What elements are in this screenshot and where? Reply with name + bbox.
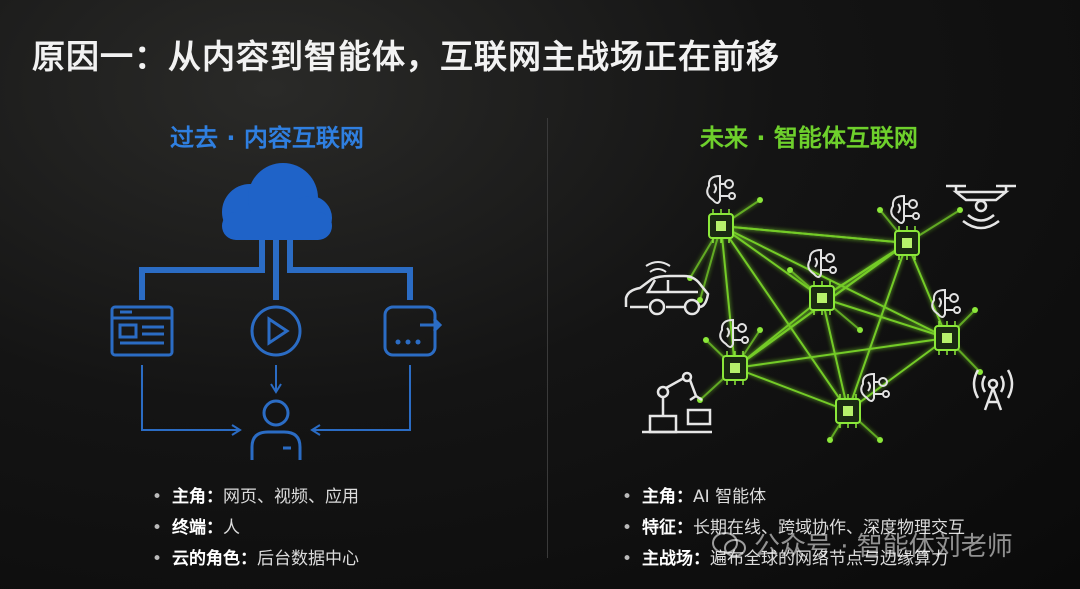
bullet-value: 遍布全球的网络节点与边缘算力: [710, 549, 949, 569]
brain-icon: [860, 372, 890, 402]
link-endpoint: [757, 327, 763, 333]
brain-icon: [807, 248, 837, 278]
bullet-value: 后台数据中心: [257, 549, 360, 569]
cloud-connectors: [139, 238, 413, 300]
flow-arrows: [141, 365, 411, 436]
bullet-value: 人: [223, 518, 241, 538]
link-endpoint: [703, 337, 709, 343]
network-link: [821, 297, 948, 339]
network-link: [720, 225, 849, 412]
list-item: •主战场：遍布全球的网络节点与边缘算力: [622, 549, 949, 569]
bullet-key: 云的角色：: [172, 549, 258, 569]
network-link: [734, 367, 849, 412]
brain-icons: [706, 174, 961, 402]
list-item: •主角：AI 智能体: [622, 487, 767, 507]
bullet-value: AI 智能体: [693, 487, 767, 507]
car-icon: [624, 274, 710, 316]
chip-nodes: [708, 209, 960, 428]
chip-node-icon: [835, 394, 861, 428]
right-bullet-list: •主角：AI 智能体 •特征：长期在线、跨域协作、深度物理交互 •主战场：遍布全…: [622, 482, 965, 575]
bullet-key: 终端：: [172, 518, 224, 538]
link-endpoint: [877, 207, 883, 213]
bullet-key: 主战场：: [642, 549, 711, 569]
antenna-icon: [972, 369, 1014, 411]
chip-node-icon: [809, 281, 835, 315]
network-link: [847, 337, 948, 412]
left-column-heading: 过去 · 内容互联网: [170, 124, 364, 152]
robot-arm-icon: [642, 371, 712, 434]
watermark: 公众号 · 智能体刘老师: [712, 526, 1013, 563]
brain-icon: [706, 174, 736, 204]
drone-icon: [946, 184, 1016, 230]
link-endpoint: [857, 327, 863, 333]
car-signal-icon: [645, 261, 671, 273]
chip-node-icon: [708, 209, 734, 243]
list-item: •主角：网页、视频、应用: [152, 487, 360, 507]
network-link: [847, 242, 908, 412]
page-title: 原因一：从内容到智能体，互联网主战场正在前移: [32, 37, 780, 76]
link-endpoints: [687, 197, 983, 443]
wechat-icon: [712, 531, 746, 557]
network-link: [821, 242, 908, 299]
network-link: [720, 225, 908, 244]
cloud-icon: [222, 163, 332, 240]
video-play-icon: [250, 305, 302, 357]
list-item: •终端：人: [152, 518, 241, 538]
column-divider: [547, 118, 548, 558]
link-endpoint: [972, 307, 978, 313]
network-link: [720, 225, 823, 299]
webpage-icon: [110, 305, 174, 357]
list-item: •云的角色：后台数据中心: [152, 549, 360, 569]
bullet-value: 网页、视频、应用: [223, 487, 360, 507]
network-link: [720, 225, 948, 339]
app-window-icon: [383, 305, 443, 357]
left-bullet-list: •主角：网页、视频、应用 •终端：人 •云的角色：后台数据中心: [152, 482, 359, 575]
chip-node-icon: [722, 351, 748, 385]
right-column-heading: 未来 · 智能体互联网: [700, 124, 918, 152]
watermark-text: 公众号 · 智能体刘老师: [754, 532, 1013, 562]
network-link: [734, 337, 948, 369]
link-endpoint: [757, 197, 763, 203]
brain-icon: [890, 194, 920, 224]
bullet-value: 长期在线、跨域协作、深度物理交互: [693, 518, 966, 538]
brain-icon: [931, 288, 961, 318]
bullet-key: 主角：: [172, 487, 224, 507]
bullet-key: 主角：: [642, 487, 694, 507]
brain-icon: [719, 318, 749, 348]
link-endpoint: [877, 437, 883, 443]
app-window-dots: [395, 339, 421, 345]
user-icon: [250, 399, 302, 460]
chip-node-icon: [894, 226, 920, 260]
link-endpoint: [827, 437, 833, 443]
link-endpoint: [957, 207, 963, 213]
bullet-key: 特征：: [642, 518, 694, 538]
network-link: [906, 242, 948, 339]
list-item: •特征：长期在线、跨域协作、深度物理交互: [622, 518, 966, 538]
link-endpoint: [697, 297, 703, 303]
chip-node-icon: [934, 321, 960, 355]
link-endpoint: [787, 267, 793, 273]
